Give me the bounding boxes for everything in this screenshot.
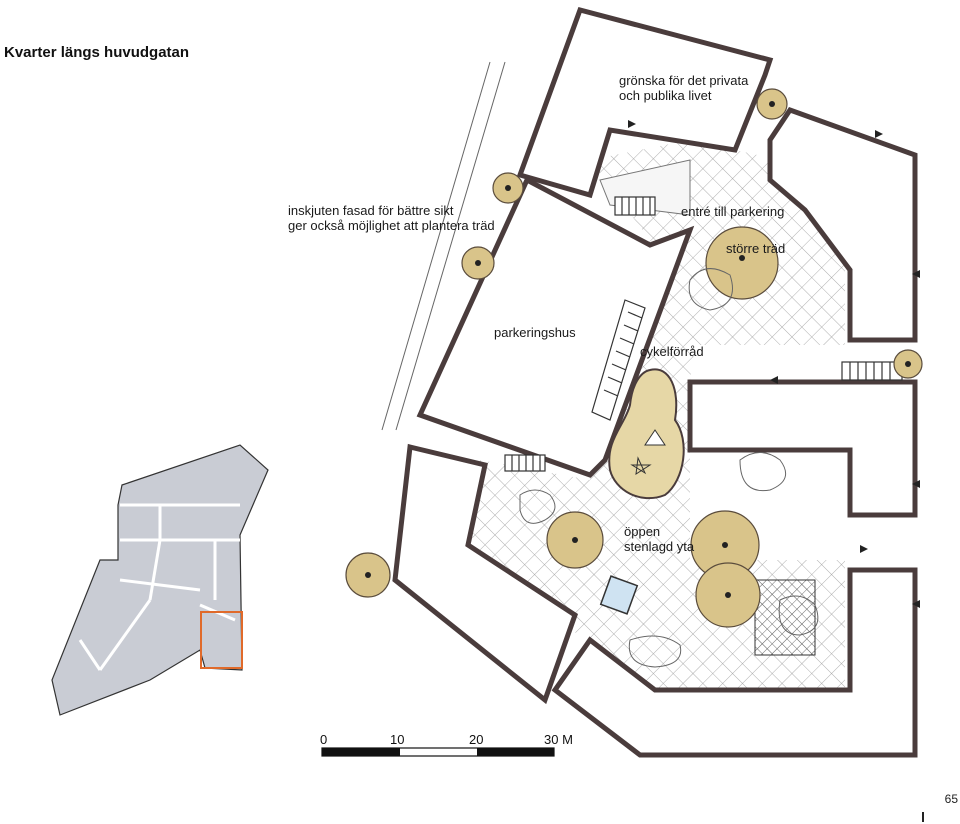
label-open-square-line2: stenlagd yta [624,539,695,554]
stairs [504,196,903,472]
building-northeast [767,106,918,343]
label-recessed-facade: inskjuten fasad för bättre sikt ger ocks… [288,203,495,233]
building-southeast [551,567,918,758]
label-parking-garage: parkeringshus [494,325,576,340]
key-map-district [51,444,269,716]
scale-bar [321,747,555,757]
label-open-square: öppen stenlagd yta [624,524,694,554]
label-parking-entrance: entré till parkering [681,204,785,219]
key-map-highlight [200,611,243,669]
scale-tick-10: 10 [390,732,405,747]
label-bike-storage: cykelförråd [640,344,704,359]
entrance-arrows [628,120,920,608]
scale-tick-30: 30 M [544,732,573,747]
label-recessed-facade-line1: inskjuten fasad för bättre sikt [288,203,454,218]
label-larger-trees: större träd [726,241,786,256]
street-edge [381,61,506,431]
label-greenery-line1: grönska för det privata [619,73,749,88]
shrubs [519,268,819,668]
tree [705,226,779,300]
label-greenery: grönska för det privata och publika live… [619,73,748,103]
scale-tick-0: 0 [320,732,328,747]
page-number: 65 [944,792,958,806]
key-map [51,444,269,716]
planting-bed [608,368,685,500]
buildings [392,7,918,758]
scale-tick-20: 20 [469,732,484,747]
label-recessed-facade-line2: ger också möjlighet att plantera träd [288,218,495,233]
water-basin [599,575,639,615]
hatched-area [754,579,816,656]
building-parking-garage [416,176,695,478]
page-title: Kvarter längs huvudgatan [4,44,190,61]
bike-storage [591,299,646,421]
building-east [687,379,918,518]
building-southwest [392,443,579,705]
label-open-square-line1: öppen [624,524,661,539]
tree-trunks [365,101,911,598]
building-north [516,7,774,199]
label-greenery-line2: och publika livet [619,88,712,103]
